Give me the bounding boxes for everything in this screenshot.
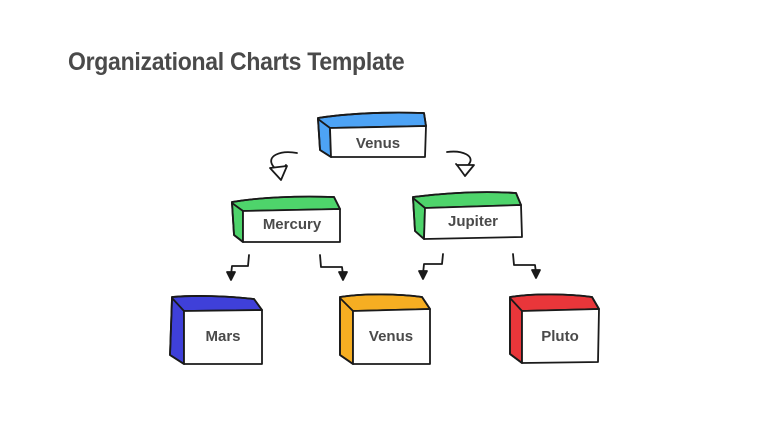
connector-root-left: [269, 151, 298, 181]
node-leaf1-front-face: [183, 309, 263, 365]
node-root[interactable]: [317, 111, 427, 158]
connector-left-leaf1: [226, 254, 250, 281]
connector-right-leaf3: [512, 253, 541, 279]
node-leaf3-front-face: [521, 308, 600, 364]
node-root-outline: [317, 111, 427, 158]
node-leaf2-outline: [339, 293, 431, 365]
connector-right-leaf2: [418, 253, 444, 280]
node-leaf2-label: Venus: [369, 328, 413, 345]
node-right-label: Jupiter: [448, 213, 498, 230]
node-root-label: Venus: [356, 135, 400, 152]
node-left-front-face: [242, 208, 341, 243]
node-right-outline: [412, 191, 522, 240]
node-leaf1-outline: [169, 295, 263, 365]
slide-title: Organizational Charts Template: [68, 48, 405, 76]
node-right[interactable]: [412, 191, 523, 240]
node-leaf1-label: Mars: [205, 328, 240, 345]
node-left-label: Mercury: [263, 216, 322, 233]
connector-root-right: [446, 150, 475, 177]
node-root-front-face: [329, 125, 427, 158]
node-right-front-face: [423, 204, 523, 240]
node-leaf2-front-face: [352, 308, 431, 365]
node-leaf3-outline: [509, 293, 600, 364]
node-left-outline: [231, 195, 341, 243]
node-left[interactable]: [231, 195, 341, 243]
node-leaf2-side-face: [339, 297, 354, 365]
node-leaf3-label: Pluto: [541, 328, 579, 345]
node-leaf3[interactable]: [509, 293, 600, 364]
node-leaf3-side-face: [509, 297, 523, 364]
connector-left-leaf2: [319, 254, 348, 281]
node-leaf1[interactable]: [169, 295, 263, 365]
node-leaf2[interactable]: [339, 293, 431, 365]
